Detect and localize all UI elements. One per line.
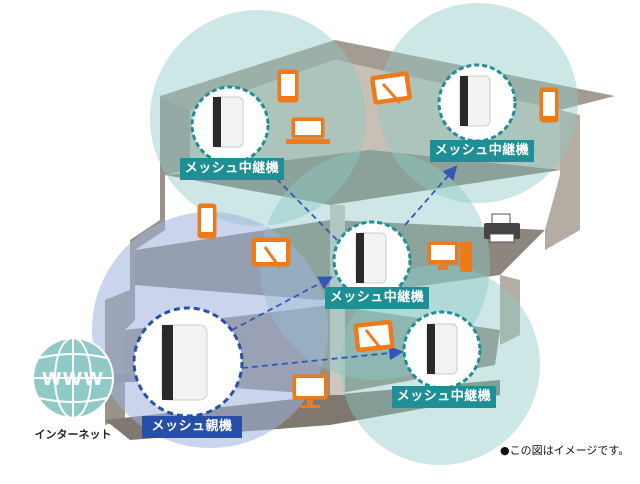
- router-top-right: [437, 63, 517, 143]
- smartphone-icon: [539, 87, 559, 123]
- pen-tablet-icon: [370, 71, 412, 105]
- internet-globe: [32, 337, 114, 419]
- link-center-to-top-right: [404, 165, 458, 226]
- router-top-left: [190, 85, 270, 165]
- internet-label: インターネット: [34, 428, 112, 441]
- link-parent-to-bottom-right: [241, 345, 404, 369]
- router-devices: [132, 63, 517, 418]
- tv-monitor-icon: [292, 374, 328, 408]
- label-mesh-bottom-right: メッシュ中継機: [392, 386, 496, 408]
- tablet-icon: [277, 69, 299, 103]
- printer-icon: [484, 213, 520, 243]
- mesh-links: [231, 161, 458, 369]
- www-text: WWW: [41, 369, 105, 390]
- laptop-icon: [286, 117, 330, 144]
- router-bottom-right: [402, 310, 482, 390]
- label-mesh-top-right: メッシュ中継機: [430, 140, 534, 162]
- image-note: ●この図はイメージです。: [500, 444, 630, 457]
- pen-tablet-icon: [353, 319, 395, 353]
- router-parent: [132, 306, 244, 418]
- label-mesh-center: メッシュ中継機: [325, 287, 429, 309]
- label-mesh-top-left: メッシュ中継機: [180, 158, 284, 180]
- client-devices: [197, 69, 559, 408]
- router-center: [332, 220, 412, 300]
- link-parent-to-center: [231, 276, 334, 331]
- label-mesh-parent: メッシュ親機: [142, 416, 242, 438]
- pen-tablet-icon: [251, 237, 291, 269]
- smartphone-icon: [197, 203, 217, 239]
- desktop-pc-icon: [427, 241, 472, 272]
- link-center-to-top-left: [259, 161, 338, 241]
